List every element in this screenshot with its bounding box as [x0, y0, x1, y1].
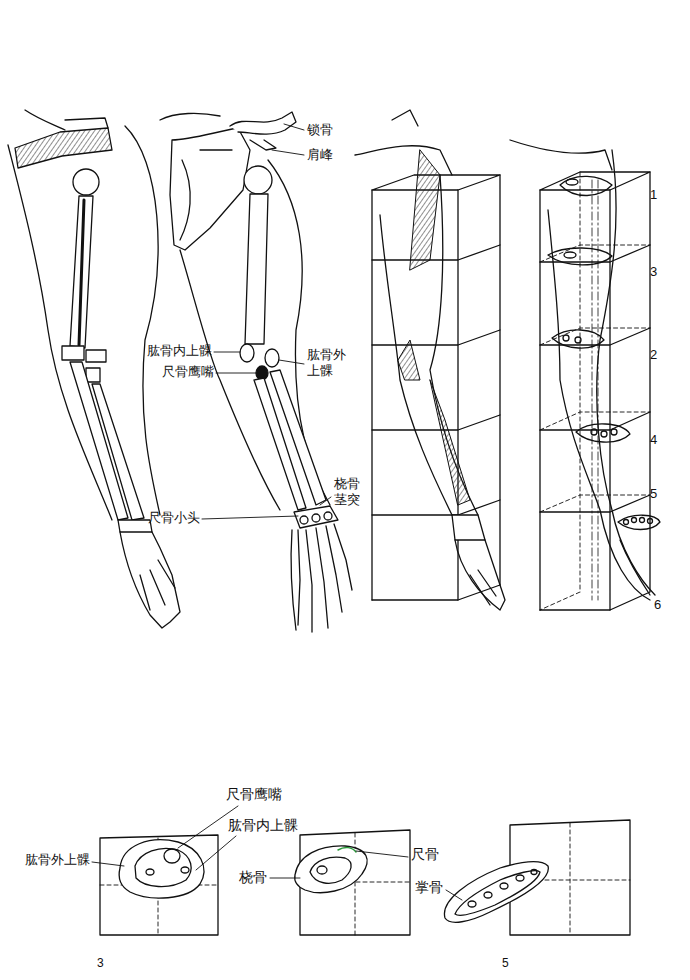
- callout-number: 5: [650, 486, 657, 502]
- part-label: 肱骨外 上髁: [307, 347, 351, 378]
- callout-number: 1: [650, 187, 657, 203]
- part-label: 尺骨鹰嘴: [162, 364, 214, 380]
- callout-number: 3: [650, 264, 657, 280]
- part-label: 尺骨小头: [148, 510, 200, 526]
- part-label: 桡骨: [239, 869, 267, 886]
- callout-number: 3: [97, 956, 104, 970]
- part-label: 肱骨外上髁: [25, 852, 90, 868]
- callout-number: 5: [502, 956, 509, 970]
- callout-number: 6: [654, 597, 661, 613]
- part-label: 肱骨内上髁: [147, 343, 212, 359]
- part-label: 桡骨 茎突: [334, 476, 365, 507]
- callout-number: 4: [650, 432, 657, 448]
- part-label: 肱骨内上髁: [228, 817, 298, 834]
- part-label: 掌骨: [415, 879, 443, 896]
- part-label: 尺骨: [411, 846, 439, 863]
- part-label: 锁骨: [307, 122, 333, 138]
- part-label: 肩峰: [307, 147, 333, 163]
- part-label: 尺骨鹰嘴: [226, 786, 282, 803]
- callout-number: 2: [650, 347, 657, 363]
